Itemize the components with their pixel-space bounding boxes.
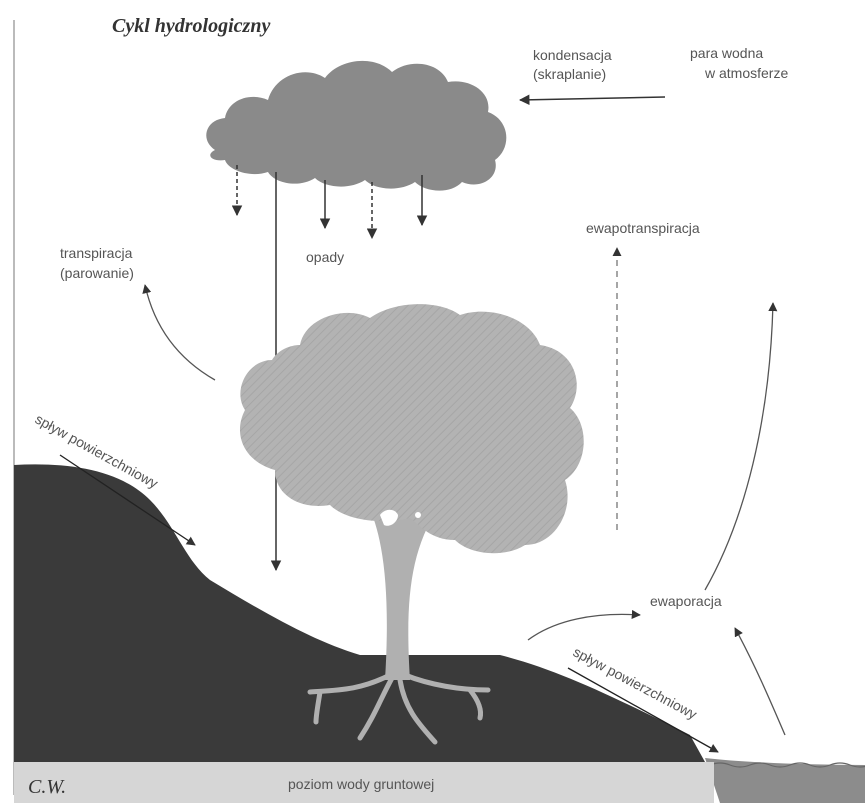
cloud [206,61,506,191]
label-para-wodna: para wodna [690,45,763,61]
label-w-atmosferze: w atmosferze [704,65,788,81]
label-ewapotranspiracja: ewapotranspiracja [586,220,700,236]
label-parowanie: (parowanie) [60,265,134,281]
label-opady: opady [306,249,344,265]
label-poziom-wody-gruntowej: poziom wody gruntowej [288,776,434,792]
condensation-arrow [520,97,665,100]
label-skraplanie: (skraplanie) [533,66,606,82]
evaporation-arrow-up [705,303,773,590]
label-transpiracja: transpiracja [60,245,133,261]
tree-canopy [240,304,584,553]
evaporation-arrow-left [528,614,640,640]
evaporation-arrow-right [735,628,785,735]
label-kondensacja: kondensacja [533,47,612,63]
label-ewaporacja: ewaporacja [650,593,722,609]
diagram-title: Cykl hydrologiczny [112,15,270,37]
canopy-hole-small [415,512,421,518]
signature: C.W. [28,776,66,798]
transpiration-arrow [145,285,215,380]
